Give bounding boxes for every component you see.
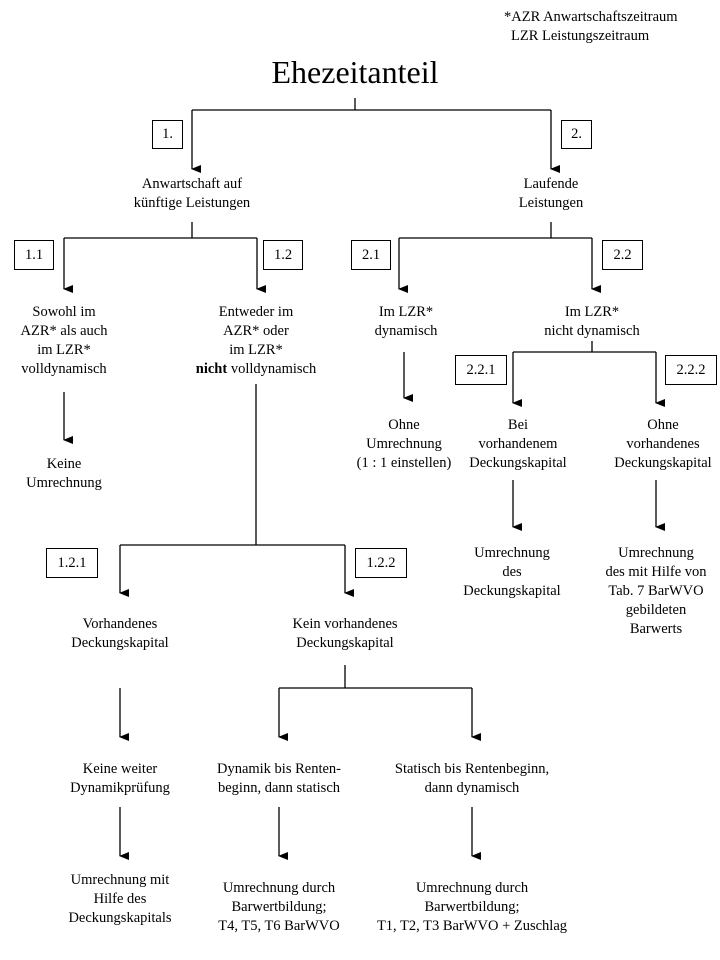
label-box-2-2-1: 2.2.1 xyxy=(455,355,507,385)
label-box-2-1: 2.1 xyxy=(351,240,391,270)
bold-nicht: nicht xyxy=(195,361,228,377)
legend-lzr: LZR Leistungszeitraum xyxy=(511,28,650,44)
label-box-1-1: 1.1 xyxy=(14,240,54,270)
label-box-1-2-1: 1.2.1 xyxy=(46,548,98,578)
diagram-title: Ehezeitanteil xyxy=(271,54,439,90)
node-im-lzr-dynamisch: Im LZR*dynamisch xyxy=(374,304,438,339)
node-dynamik-bis: Dynamik bis Renten-beginn, dann statisch xyxy=(216,761,342,796)
legend: *AZR Anwartschaftszeitraum LZR Leistungs… xyxy=(504,8,678,46)
label-box-1-2-2: 1.2.2 xyxy=(355,548,407,578)
label-box-1: 1. xyxy=(152,120,183,149)
node-im-lzr-nicht-dynamisch: Im LZR*nicht dynamisch xyxy=(544,304,640,339)
label-box-2: 2. xyxy=(561,120,592,149)
label-box-1-2: 1.2 xyxy=(263,240,303,270)
node-statisch-bis: Statisch bis Rentenbeginn,dann dynamisch xyxy=(394,761,550,796)
legend-azr: *AZR Anwartschaftszeitraum xyxy=(504,9,678,25)
label-box-2-2: 2.2 xyxy=(602,240,643,270)
label-box-2-2-2: 2.2.2 xyxy=(665,355,717,385)
